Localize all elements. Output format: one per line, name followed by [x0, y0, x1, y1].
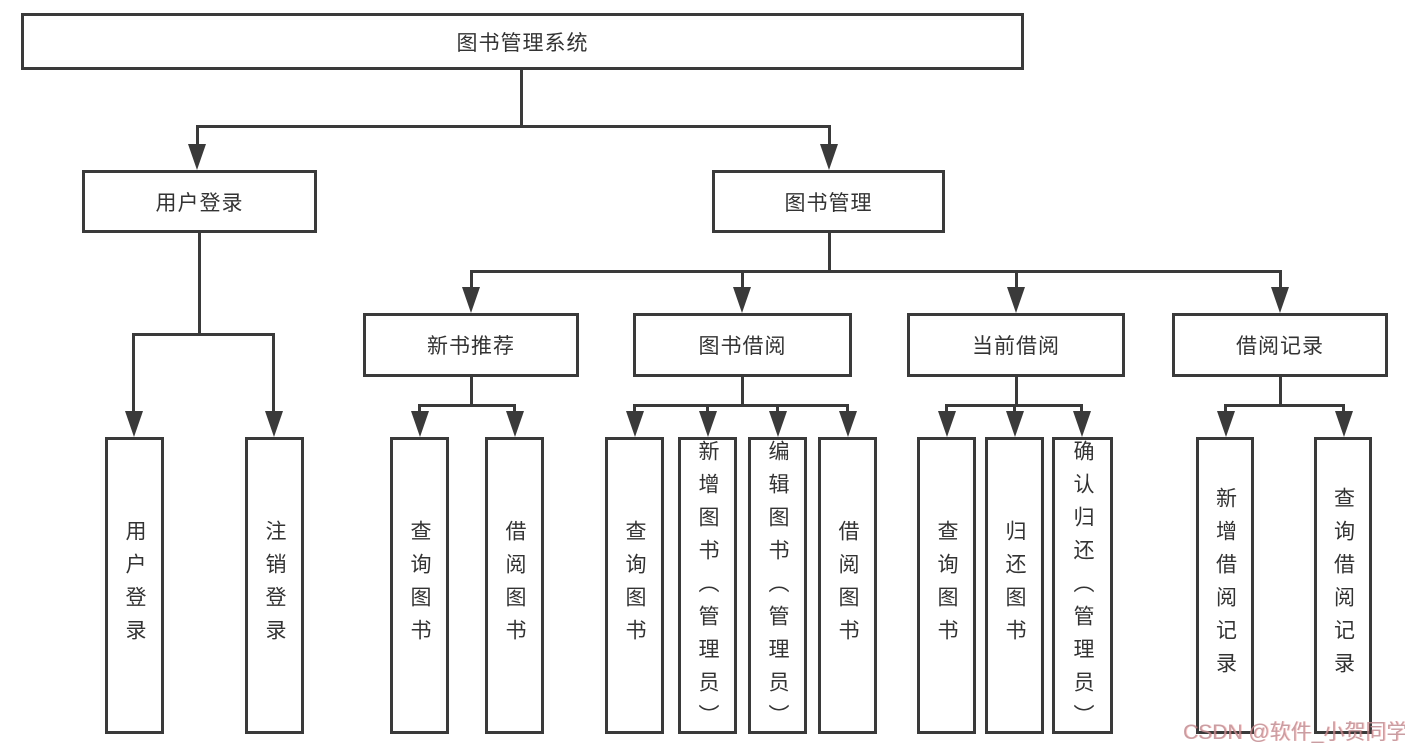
- arrowhead-down: [938, 411, 956, 437]
- node-label: 查询借阅记录: [1331, 486, 1355, 685]
- arrowhead-down: [462, 287, 480, 313]
- connector-line: [1015, 377, 1018, 407]
- connector-line: [1342, 407, 1345, 414]
- leaf-confirm-return-admin: 确认归还（管理员）: [1052, 437, 1113, 737]
- node-label: 用户登录: [123, 519, 146, 652]
- node-label: 新增借阅记录: [1213, 486, 1237, 685]
- connector-line: [828, 233, 831, 273]
- connector-line: [470, 377, 473, 407]
- connector-rail: [633, 404, 849, 407]
- node-book-borrowing: 图书借阅: [633, 313, 852, 377]
- node-borrowing-records: 借阅记录: [1172, 313, 1388, 377]
- connector-line: [513, 407, 516, 414]
- connector-line: [741, 377, 744, 407]
- connector-line: [633, 407, 636, 414]
- connector-line: [776, 407, 779, 414]
- node-label: 查询图书: [408, 519, 431, 652]
- arrowhead-down: [820, 144, 838, 170]
- connector-line: [520, 69, 523, 127]
- leaf-user-login: 用户登录: [105, 437, 164, 734]
- connector-line: [846, 407, 849, 414]
- node-label: 新书推荐: [427, 335, 515, 358]
- node-label: 查询图书: [623, 519, 646, 652]
- node-label: 确认归还（管理员）: [1071, 440, 1094, 737]
- leaf-query-books-recommend: 查询图书: [390, 437, 449, 734]
- connector-rail: [196, 125, 831, 128]
- connector-line: [1015, 273, 1018, 289]
- node-library-management-system: 图书管理系统: [21, 13, 1024, 70]
- node-label: 当前借阅: [972, 335, 1060, 358]
- node-new-book-recommend: 新书推荐: [363, 313, 579, 377]
- arrowhead-down: [699, 411, 717, 437]
- node-current-borrowing: 当前借阅: [907, 313, 1125, 377]
- arrowhead-down: [125, 411, 143, 437]
- arrowhead-down: [839, 411, 857, 437]
- connector-line: [1279, 273, 1282, 289]
- leaf-query-books-borrowing: 查询图书: [605, 437, 664, 734]
- node-label: 图书管理系统: [456, 31, 589, 55]
- leaf-add-book-admin: 新增图书（管理员）: [678, 437, 737, 737]
- leaf-add-borrow-record: 新增借阅记录: [1196, 437, 1254, 734]
- arrowhead-down: [411, 411, 429, 437]
- node-book-management: 图书管理: [712, 170, 945, 233]
- node-label: 图书借阅: [698, 335, 787, 358]
- connector-line: [1224, 407, 1227, 414]
- node-label: 借阅记录: [1236, 335, 1324, 358]
- arrowhead-down: [1007, 287, 1025, 313]
- connector-rail: [470, 270, 1282, 273]
- connector-rail: [1224, 404, 1345, 407]
- connector-line: [418, 407, 421, 414]
- connector-line: [132, 336, 135, 413]
- node-user-login: 用户登录: [82, 170, 317, 233]
- connector-line: [198, 233, 201, 335]
- connector-line: [741, 273, 744, 289]
- connector-line: [470, 273, 473, 289]
- leaf-query-borrow-record: 查询借阅记录: [1314, 437, 1372, 734]
- node-label: 用户登录: [155, 191, 244, 215]
- arrowhead-down: [265, 411, 283, 437]
- arrowhead-down: [733, 287, 751, 313]
- connector-line: [706, 407, 709, 414]
- node-label: 图书管理: [784, 191, 873, 215]
- arrowhead-down: [626, 411, 644, 437]
- node-label: 借阅图书: [503, 519, 526, 652]
- connector-line: [1080, 407, 1083, 414]
- arrowhead-down: [1271, 287, 1289, 313]
- connector-line: [272, 336, 275, 413]
- arrowhead-down: [1335, 411, 1353, 437]
- arrowhead-down: [506, 411, 524, 437]
- leaf-borrow-books-borrowing: 借阅图书: [818, 437, 877, 734]
- node-label: 编辑图书（管理员）: [766, 440, 789, 737]
- connector-rail: [418, 404, 516, 407]
- leaf-query-books-current: 查询图书: [917, 437, 976, 734]
- connector-rail: [132, 333, 275, 336]
- leaf-edit-book-admin: 编辑图书（管理员）: [748, 437, 807, 737]
- node-label: 新增图书（管理员）: [696, 440, 719, 737]
- leaf-return-books: 归还图书: [985, 437, 1044, 734]
- arrowhead-down: [1073, 411, 1091, 437]
- connector-line: [196, 127, 199, 146]
- connector-rail: [945, 404, 1083, 407]
- csdn-watermark: CSDN @软件_小贺同学: [1183, 721, 1405, 744]
- arrowhead-down: [188, 144, 206, 170]
- node-label: 借阅图书: [836, 519, 859, 652]
- leaf-logout: 注销登录: [245, 437, 304, 734]
- node-label: 注销登录: [263, 519, 286, 652]
- leaf-borrow-books-recommend: 借阅图书: [485, 437, 544, 734]
- connector-line: [1013, 407, 1016, 414]
- arrowhead-down: [1006, 411, 1024, 437]
- connector-line: [945, 407, 948, 414]
- node-label: 查询图书: [935, 519, 958, 652]
- node-label: 归还图书: [1003, 519, 1026, 652]
- connector-line: [828, 127, 831, 146]
- arrowhead-down: [1217, 411, 1235, 437]
- connector-line: [1279, 377, 1282, 407]
- arrowhead-down: [769, 411, 787, 437]
